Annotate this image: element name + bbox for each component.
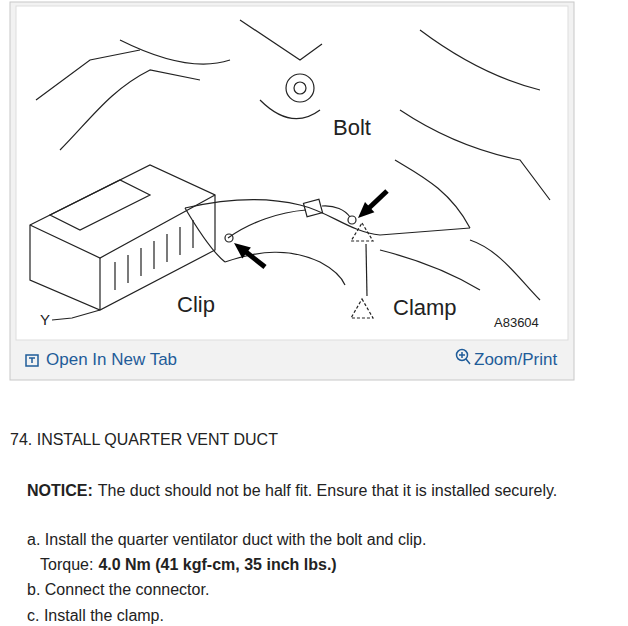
notice-label: NOTICE: (27, 481, 93, 500)
step-text: c. Install the clamp. (27, 606, 164, 625)
step-text: b. Connect the connector. (27, 580, 209, 599)
torque-value: 4.0 Nm (41 kgf-cm, 35 inch lbs.) (98, 555, 336, 574)
torque-label: Torque: (40, 555, 93, 574)
part-label: Clip (175, 292, 217, 318)
notice-text: The duct should not be half fit. Ensure … (98, 481, 558, 500)
part-label: Clamp (391, 295, 459, 321)
line-art (30, 20, 550, 320)
figure-panel (10, 2, 574, 380)
toolbar-link: Open In New Tab (46, 350, 177, 370)
figure-id: A83604 (492, 315, 541, 331)
view-letter: Y (38, 311, 52, 329)
pointer-arrow (234, 191, 387, 267)
step-text: a. Install the quarter ventilator duct w… (27, 530, 426, 549)
toolbar-link: Zoom/Print (474, 350, 557, 370)
step-heading: 74. INSTALL QUARTER VENT DUCT (10, 430, 278, 449)
figure-frame (16, 6, 568, 340)
part-label: Bolt (331, 115, 373, 141)
